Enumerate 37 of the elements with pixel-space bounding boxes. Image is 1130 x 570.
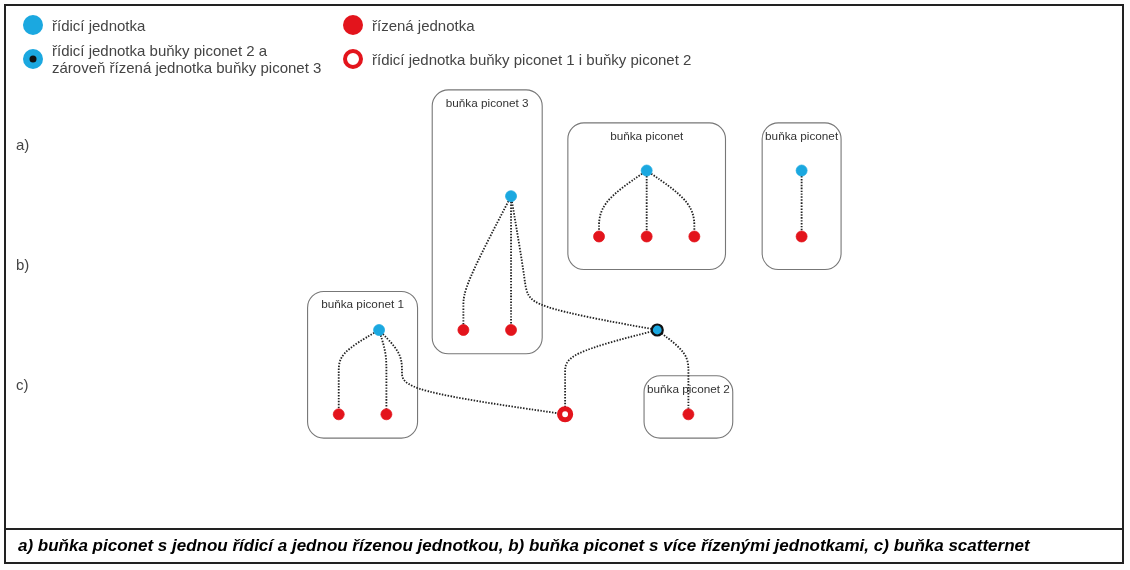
legend-label: řízená jednotka [372,16,475,34]
connector [646,175,648,232]
legend-label: řídicí jednotka buňky piconet 1 i buňky piconet 2 [372,50,692,68]
connector [511,200,654,330]
cluster: buňka piconet [567,122,727,271]
connector [462,200,510,326]
node-circle [651,323,665,337]
connector [338,331,376,410]
node-circle [641,230,653,243]
node-circle [796,230,808,243]
node-circle [333,408,345,421]
node-circle [373,324,386,336]
node-circle [796,164,808,177]
cluster: buňka piconet 3 [432,89,544,355]
node-circle [557,406,574,423]
connector [650,172,696,232]
legend-label: řídicí jednotka buňky piconet 2 a zároveň řízená jednotka buňky piconet 3 [52,42,322,76]
panel-label: c) [16,375,30,393]
node-circle [593,230,606,243]
node-circle [505,324,518,336]
node-circle [380,408,393,421]
connector [801,175,803,232]
caption: a) buňka piconet s jednou řídicí a jednou řízenou jednotkou, b) buňka piconet s více řízenými jednotkami, c) buňka scatternet [6,528,1122,562]
node-circle [688,230,701,243]
cluster: buňka piconet [761,122,842,271]
connector [510,200,513,326]
cluster: buňka piconet 2 [643,375,734,439]
node-circle [682,408,695,421]
panel-label: b) [16,255,30,273]
connector [661,332,690,410]
cluster: buňka piconet 1 [307,290,419,439]
node-circle [641,164,653,177]
connector [598,172,644,232]
node-circle [457,324,470,336]
legend-label: řídicí jednotka [52,16,146,34]
node-circle [505,190,518,203]
panel-label: a) [16,135,30,153]
